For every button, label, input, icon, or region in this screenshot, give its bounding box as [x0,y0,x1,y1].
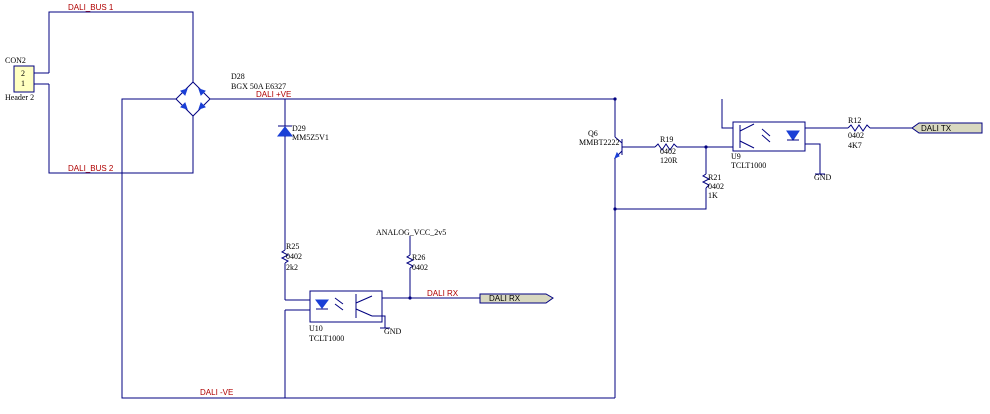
r19-ref: R19 [660,135,673,144]
optocoupler-u10: U10 TCLT1000 GND [284,290,410,398]
net-label-bus2: DALI_BUS 2 [68,164,114,173]
r25-value: 2k2 [286,263,298,272]
r12-pkg: 0402 [848,131,864,140]
r19-pkg: 0402 [660,147,676,156]
port-rx-text: DALI RX [489,294,521,303]
resistor-r12: R12 0402 4K7 [847,116,912,150]
con2-value: Header 2 [5,93,34,102]
resistor-r25: R25 0402 2k2 [280,242,302,300]
r26-pkg: 0402 [412,263,428,272]
net-label-bus1: DALI_BUS 1 [68,3,114,12]
net-label-rx: DALI RX [427,289,459,298]
r12-value: 4K7 [848,141,862,150]
r25-pkg: 0402 [286,252,302,261]
d28-ref: D28 [231,72,245,81]
bus-wires [48,11,615,399]
con2-pin1: 1 [21,79,25,88]
transistor-q6: Q6 MMBT2222 [579,97,655,398]
resistor-r21: R21 0402 1K [615,147,724,210]
port-dali-tx: DALI TX [911,122,983,134]
u10-value: TCLT1000 [309,334,344,343]
r25-ref: R25 [286,242,299,251]
resistor-r26: ANALOG_VCC_2v5 R26 0402 [376,228,446,300]
r21-value: 1K [708,191,718,200]
gnd-label-2: GND [814,173,832,182]
connector-con2: CON2 2 1 Header 2 [5,56,49,102]
zener-d29: D29 MM5Z5V1 [276,99,329,250]
r12-ref: R12 [848,116,861,125]
r21-pkg: 0402 [708,182,724,191]
analog-vcc-label: ANALOG_VCC_2v5 [376,228,446,237]
u10-ref: U10 [309,324,323,333]
u9-ref: U9 [731,152,741,161]
optocoupler-u9: U9 TCLT1000 GND [721,99,848,182]
resistor-r19: R19 0402 120R [654,135,722,165]
r26-ref: R26 [412,253,425,262]
d29-ref: D29 [292,124,306,133]
port-tx-text: DALI TX [921,124,952,133]
bridge-rectifier-d28: D28 BGX 50A E6327 [175,72,286,117]
r19-value: 120R [660,156,678,165]
q6-value: MMBT2222 [579,138,619,147]
net-label-pve: DALI +VE [256,90,291,99]
con2-ref: CON2 [5,56,26,65]
d28-value: BGX 50A E6327 [231,82,286,91]
r21-ref: R21 [708,173,721,182]
port-dali-rx: DALI RX DALI RX [410,289,554,304]
gnd-label-1: GND [384,327,402,336]
net-label-mve: DALI -VE [200,388,233,397]
con2-pin2: 2 [21,69,25,78]
d29-value: MM5Z5V1 [292,133,329,142]
q6-ref: Q6 [588,129,598,138]
u9-value: TCLT1000 [731,161,766,170]
